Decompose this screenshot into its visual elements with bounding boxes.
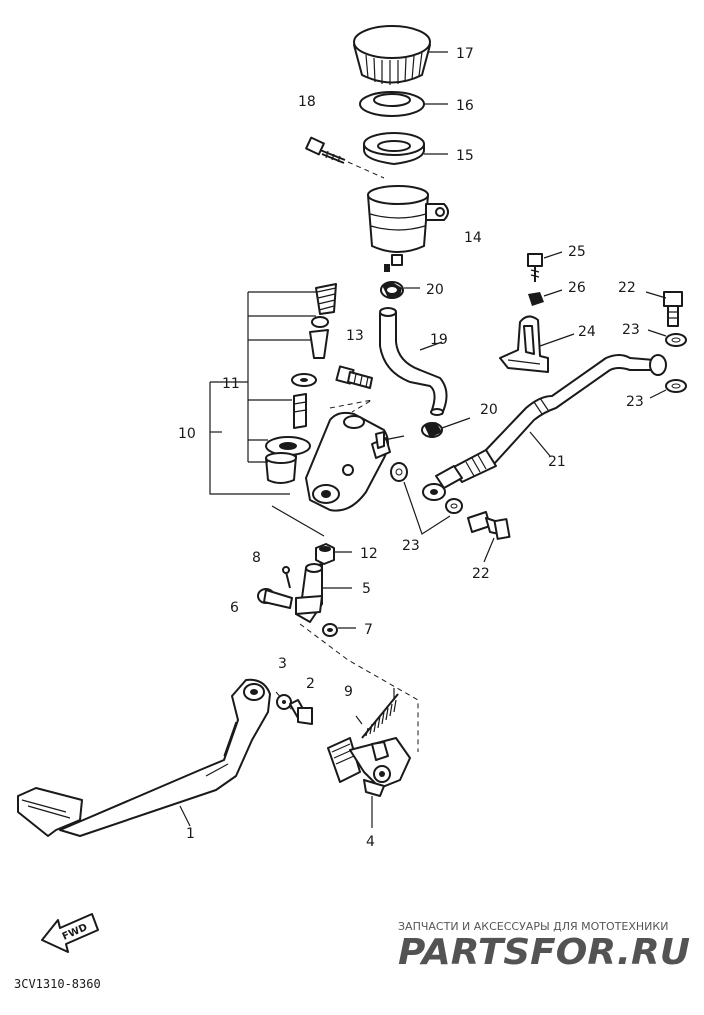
callout-8: 8 (252, 550, 261, 566)
bracket-bolt-part (527, 253, 543, 282)
callout-4: 4 (366, 834, 375, 850)
callout-21: 21 (548, 454, 566, 470)
callout-5: 5 (362, 581, 371, 597)
callout-12: 12 (360, 546, 378, 562)
diaphragm-plate-part (359, 91, 425, 117)
clevis-pin-part (257, 588, 293, 609)
copper-washer-right-part (665, 379, 687, 393)
pedal-washer-part (276, 694, 292, 710)
hose-clamp-upper-part (380, 281, 404, 299)
callout-2: 2 (306, 676, 315, 692)
brake-hose-part (422, 354, 667, 501)
callout-24: 24 (578, 324, 596, 340)
watermark-brand: PARTSFOR.RU (398, 932, 690, 973)
watermark-logo: ЗАПЧАСТИ И АКСЕССУАРЫ ДЛЯ МОТОТЕХНИКИ PA… (398, 920, 690, 973)
callout-14: 14 (464, 230, 482, 246)
callout-11: 11 (222, 376, 240, 392)
hose-bracket-part (499, 315, 549, 373)
watermark-tagline: ЗАПЧАСТИ И АКСЕССУАРЫ ДЛЯ МОТОТЕХНИКИ (398, 920, 668, 933)
callout-23-left: 23 (402, 538, 420, 554)
callout-10: 10 (178, 426, 196, 442)
reservoir-cap-part (353, 25, 431, 85)
union-bolt-lower-part (467, 511, 511, 540)
screw-part (305, 136, 346, 164)
locknut-part (315, 543, 335, 565)
callout-23-upper: 23 (622, 322, 640, 338)
bracket-nut-part (528, 292, 544, 306)
diaphragm-part (363, 132, 425, 165)
seal-kit-parts (265, 283, 337, 484)
callout-23-right: 23 (626, 394, 644, 410)
callout-13: 13 (346, 328, 364, 344)
callout-19: 19 (430, 332, 448, 348)
callout-3: 3 (278, 656, 287, 672)
clevis-part (295, 563, 323, 623)
callout-22-upper: 22 (618, 280, 636, 296)
callout-1: 1 (186, 826, 195, 842)
callout-26: 26 (568, 280, 586, 296)
drawing-code: 3CV1310-8360 (14, 977, 101, 991)
copper-washer-lower-part (445, 498, 463, 514)
master-cylinder-part (305, 411, 391, 512)
reservoir-part (367, 185, 449, 272)
callout-6: 6 (230, 600, 239, 616)
brake-pedal-part (17, 678, 271, 837)
callout-9: 9 (344, 684, 353, 700)
copper-washer-part (390, 462, 408, 482)
pedal-shaft-part (327, 737, 411, 797)
union-bolt-upper-part (663, 291, 683, 327)
callout-22-lower: 22 (472, 566, 490, 582)
copper-washer-upper-part (665, 333, 687, 347)
forward-direction-arrow-icon: FWD (41, 913, 99, 953)
cotter-pin-part (282, 566, 291, 589)
callout-16: 16 (456, 98, 474, 114)
callout-18: 18 (298, 94, 316, 110)
callout-17: 17 (456, 46, 474, 62)
callout-20-upper: 20 (426, 282, 444, 298)
callout-15: 15 (456, 148, 474, 164)
reservoir-hose-part (379, 307, 448, 416)
mounting-bolt-part (335, 365, 373, 389)
hose-clamp-lower-part (421, 422, 443, 438)
pin-washer-part (322, 623, 338, 637)
return-spring-part (355, 688, 399, 739)
callout-20-lower: 20 (480, 402, 498, 418)
callout-7: 7 (364, 622, 373, 638)
pedal-bolt-part (289, 699, 313, 725)
callout-25: 25 (568, 244, 586, 260)
